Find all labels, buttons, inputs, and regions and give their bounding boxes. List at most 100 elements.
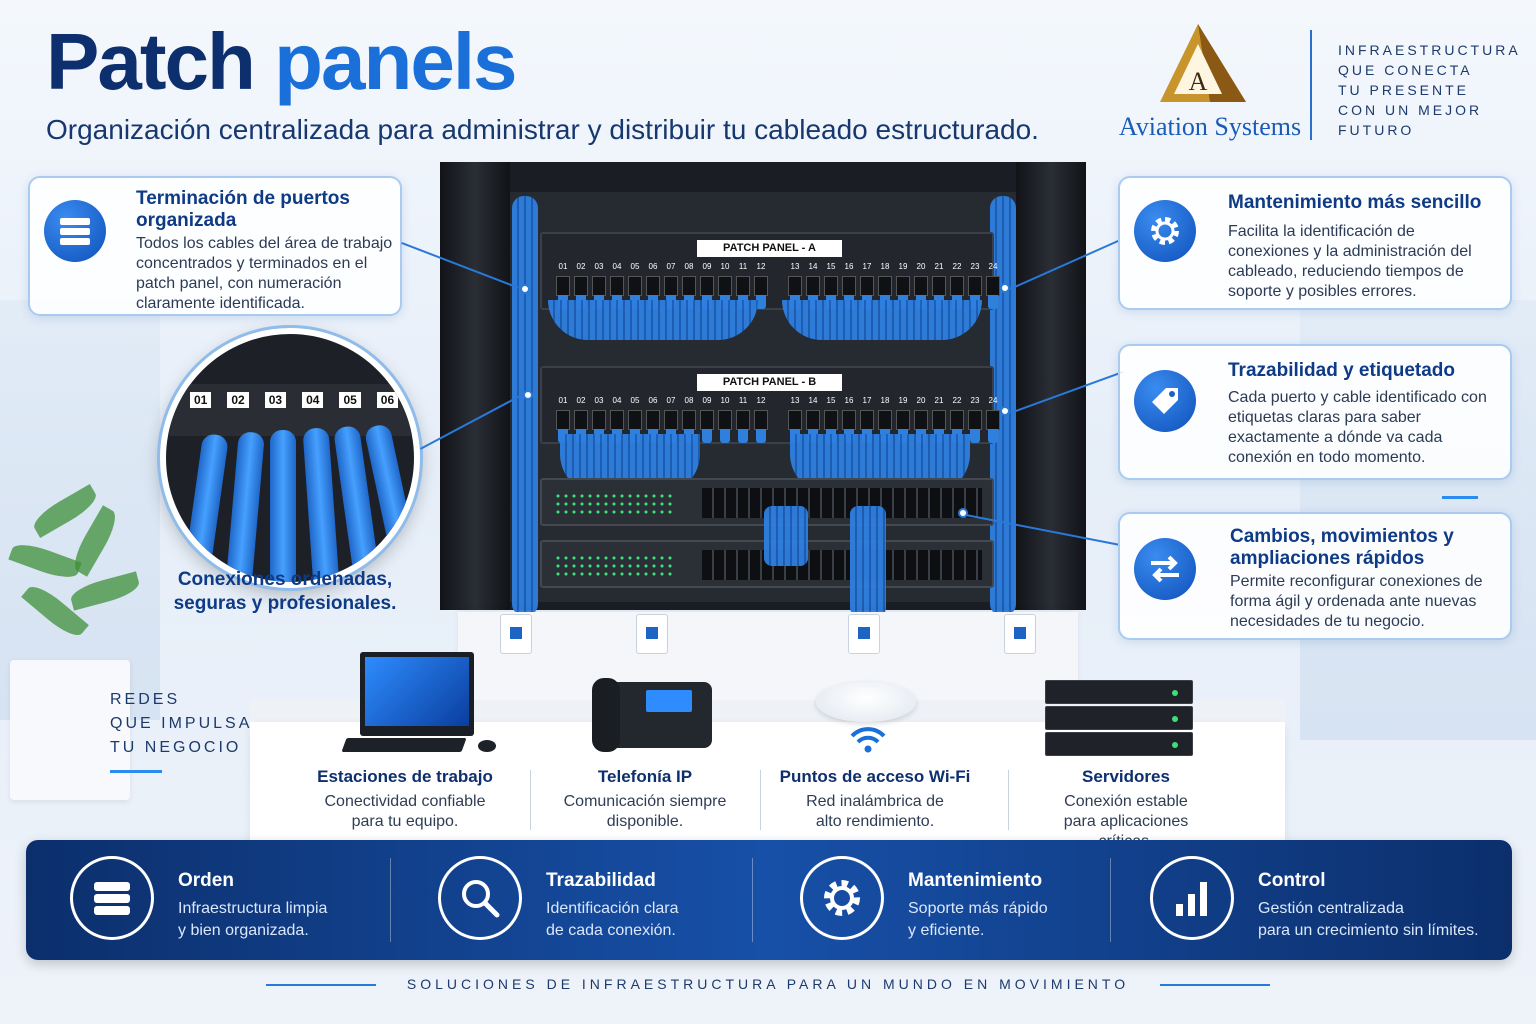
wifi-icon <box>848 726 888 762</box>
column-separator <box>1008 770 1009 830</box>
lens-port-labels: 01 02 03 04 05 06 <box>190 392 399 408</box>
port-number: 16 <box>844 262 854 271</box>
port-number: 02 <box>576 396 586 405</box>
left-tagline-line: QUE IMPULSAN <box>110 715 267 732</box>
gear-icon <box>1134 200 1196 262</box>
port-number: 17 <box>862 262 872 271</box>
port-number: 04 <box>612 262 622 271</box>
server-icon <box>1045 732 1193 756</box>
benefit-title: Control <box>1258 870 1326 891</box>
endpoint-text: Conectividad confiable para tu equipo. <box>324 793 486 830</box>
left-tagline-line: TU NEGOCIO <box>110 739 242 756</box>
connector-dot <box>520 284 530 294</box>
band-separator <box>1110 858 1111 942</box>
card-terminacion-puertos: Terminación de puertos organizada Todos … <box>28 176 402 316</box>
wall-jack <box>500 614 532 654</box>
endpoint-title: Telefonía IP <box>597 767 693 786</box>
card-text: Todos los cables del área de trabajo con… <box>136 235 393 312</box>
left-tagline-bar <box>110 770 162 773</box>
bar-chart-icon <box>1150 856 1234 940</box>
port-number: 14 <box>808 396 818 405</box>
server-icon <box>1045 680 1193 704</box>
card-title: Mantenimiento más sencillo <box>1228 192 1482 213</box>
port-number: 03 <box>594 396 604 405</box>
endpoint-wifi: Puntos de acceso Wi-Fi Red inalámbrica d… <box>750 766 1000 832</box>
tagline-line: CON UN MEJOR <box>1338 102 1483 118</box>
port-number: 11 <box>738 396 748 405</box>
port-row-left <box>556 276 768 309</box>
endpoint-text: Red inalámbrica de alto rendimiento. <box>806 793 944 830</box>
band-separator <box>390 858 391 942</box>
gear-icon <box>800 856 884 940</box>
cable-to-access-point-desk <box>850 506 886 616</box>
card-text: Cada puerto y cable identificado con eti… <box>1228 389 1487 466</box>
port-number: 14 <box>808 262 818 271</box>
port-number: 23 <box>970 262 980 271</box>
footer-line-left <box>266 984 376 986</box>
ip-phone-icon <box>592 678 712 752</box>
port-number: 10 <box>720 396 730 405</box>
port-row-right <box>788 276 1000 309</box>
brand-name: Aviation Systems <box>1118 112 1302 141</box>
page-title: Patch panels <box>46 22 518 102</box>
triangle-logo-icon: A <box>1160 24 1246 102</box>
server-list-icon <box>44 200 106 262</box>
connector-dot <box>958 508 968 518</box>
background-plant <box>0 480 150 800</box>
port-number: 13 <box>790 396 800 405</box>
port-row-left <box>556 410 768 443</box>
footer-line-right <box>1160 984 1270 986</box>
connector-dot <box>523 390 533 400</box>
card-cambios-movimientos: Cambios, movimientos y ampliaciones rápi… <box>1118 512 1512 640</box>
column-separator <box>760 770 761 830</box>
endpoint-title: Servidores <box>1082 767 1170 786</box>
lens-label: 05 <box>339 392 361 408</box>
lens-label: 04 <box>302 392 324 408</box>
column-separator <box>530 770 531 830</box>
port-number: 23 <box>970 396 980 405</box>
port-number: 18 <box>880 262 890 271</box>
port-number: 05 <box>630 262 640 271</box>
port-number: 22 <box>952 396 962 405</box>
tagline-line: TU PRESENTE <box>1338 82 1470 98</box>
cable-arc-a-right <box>782 300 982 340</box>
logo-letter: A <box>1189 67 1208 96</box>
brand-separator <box>1310 30 1312 140</box>
magnifier-icon <box>438 856 522 940</box>
tagline-line: QUE CONECTA <box>1338 62 1473 78</box>
port-number: 12 <box>756 262 766 271</box>
swap-arrows-icon <box>1134 538 1196 600</box>
port-number: 20 <box>916 396 926 405</box>
port-number: 11 <box>738 262 748 271</box>
connector-dot <box>1000 283 1010 293</box>
endpoint-estaciones: Estaciones de trabajo Conectividad confi… <box>280 766 530 832</box>
port-number: 08 <box>684 396 694 405</box>
brand-logo: A Aviation Systems <box>1110 20 1310 150</box>
card-title: Trazabilidad y etiquetado <box>1228 360 1455 381</box>
port-number: 07 <box>666 262 676 271</box>
zoom-lens-ports: 01 02 03 04 05 06 <box>160 328 420 588</box>
keyboard-icon <box>341 738 467 752</box>
patch-panel-b-label: PATCH PANEL - B <box>697 374 842 391</box>
endpoint-text: Comunicación siempre disponible. <box>563 793 727 830</box>
band-separator <box>752 858 753 942</box>
connector-dot <box>1000 406 1010 416</box>
port-number: 06 <box>648 262 658 271</box>
port-number: 05 <box>630 396 640 405</box>
port-number: 19 <box>898 396 908 405</box>
benefit-title: Trazabilidad <box>546 870 656 891</box>
benefit-title: Orden <box>178 870 234 891</box>
benefit-title: Mantenimiento <box>908 870 1043 891</box>
port-number: 12 <box>756 396 766 405</box>
port-number: 22 <box>952 262 962 271</box>
cable-arc-a-left <box>548 300 758 340</box>
card-title: Terminación de puertos organizada <box>136 188 350 231</box>
port-number: 10 <box>720 262 730 271</box>
lens-label: 03 <box>264 392 287 408</box>
